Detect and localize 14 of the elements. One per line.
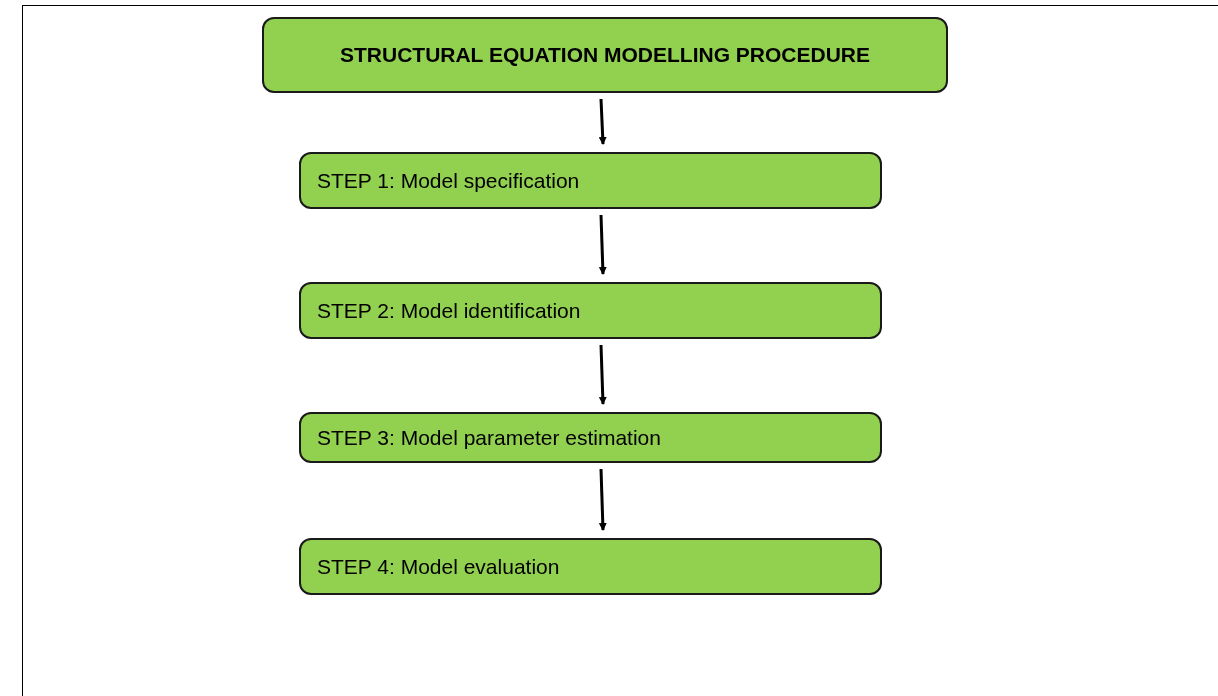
arrow bbox=[598, 214, 607, 275]
step-box bbox=[299, 152, 882, 209]
title-text: STRUCTURAL EQUATION MODELLING PROCEDURE bbox=[339, 41, 871, 68]
step-label: STEP 2: Model identification bbox=[317, 297, 582, 324]
step-box bbox=[299, 538, 882, 595]
step-label: STEP 3: Model parameter estimation bbox=[317, 424, 662, 451]
step-label: STEP 1: Model specification bbox=[317, 167, 581, 194]
arrow bbox=[598, 344, 607, 405]
arrow bbox=[598, 98, 607, 145]
step-box bbox=[299, 412, 882, 463]
arrow bbox=[598, 468, 607, 531]
step-box bbox=[299, 282, 882, 339]
step-label: STEP 4: Model evaluation bbox=[317, 553, 561, 580]
title-box bbox=[262, 17, 948, 93]
